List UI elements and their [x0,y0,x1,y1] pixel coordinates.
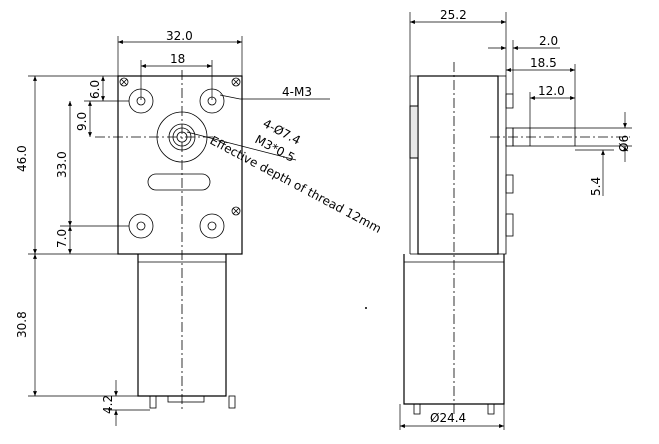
dim-motor-length: 30.8 [15,311,29,338]
side-dimensions: 25.2 2.0 18.5 12.0 Ø6 5.4 Ø24.4 [399,8,632,430]
mounting-boss-icon [128,88,225,239]
front-dimensions: 32.0 18 46.0 6.0 9.0 33.0 7.0 30.8 [15,29,384,426]
stray-dot [365,307,367,309]
motor-terminal-icon [149,395,236,409]
dim-shaft-diameter: Ø6 [617,135,631,152]
corner-screw-icon [119,77,241,216]
dim-bottom-offset: 7.0 [55,229,69,248]
dim-hole-spacing: 18 [170,52,185,66]
dim-hole-vertical: 33.0 [55,151,69,178]
callout-screw-thread: 4-M3 [282,85,312,99]
dim-gearbox-height: 46.0 [15,145,29,172]
dim-shaft-total: 18.5 [530,56,557,70]
callout-thread-depth: Effective depth of thread 12mm [208,133,384,236]
side-flange [497,75,507,255]
front-view [95,70,243,410]
side-stud-icon [505,93,514,237]
dim-top-offset: 6.0 [88,80,102,99]
dim-flange-thickness: 2.0 [539,34,558,48]
dim-width: 32.0 [166,29,193,43]
front-slot [147,173,211,191]
side-view [403,62,630,416]
dim-gearbox-depth: 25.2 [440,8,467,22]
front-gearbox-body [117,75,243,255]
dim-terminal-length: 4.2 [101,395,115,414]
dim-shaft-flat: 12.0 [538,84,565,98]
side-terminal-icon [413,403,495,415]
dim-motor-diameter: Ø24.4 [430,411,466,425]
dim-hole-to-shaft: 9.0 [75,112,89,131]
side-gearbox-body [417,75,499,255]
dim-flat-depth: 5.4 [589,177,603,196]
